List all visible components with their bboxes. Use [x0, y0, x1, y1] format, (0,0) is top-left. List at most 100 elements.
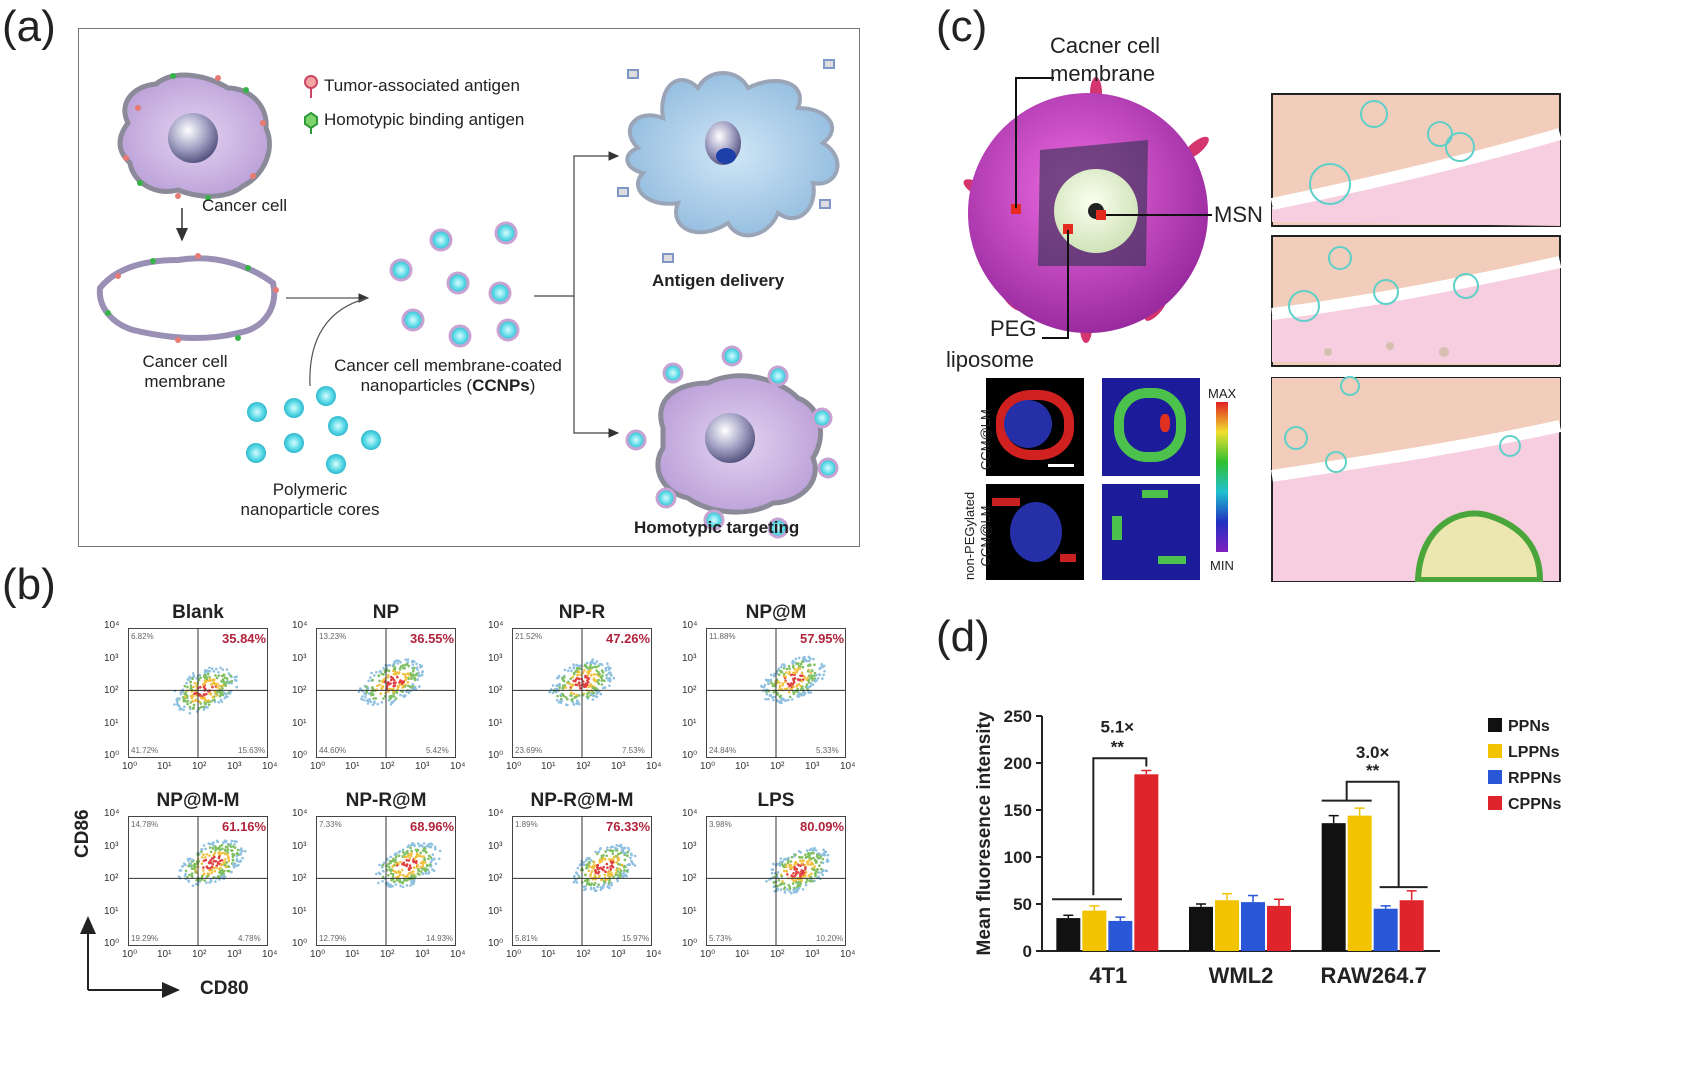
- flow-event-dot: [389, 869, 393, 872]
- flow-tick-y: 10¹: [488, 717, 503, 729]
- flow-event-dot: [781, 880, 784, 883]
- flow-event-dot: [585, 666, 588, 669]
- flow-plot: [316, 816, 456, 946]
- flow-event-dot: [391, 884, 394, 888]
- flow-event-dot: [231, 845, 235, 848]
- flow-event-dot: [601, 686, 605, 690]
- flow-event-dot: [627, 863, 630, 867]
- flow-event-dot: [608, 676, 611, 680]
- flow-event-dot: [795, 685, 798, 688]
- flow-event-dot: [593, 874, 597, 877]
- flow-event-dot: [607, 872, 610, 875]
- flow-event-dot: [811, 669, 814, 672]
- flow-event-dot: [576, 866, 580, 870]
- flow-event-dot: [210, 865, 214, 869]
- flow-event-dot: [618, 867, 621, 871]
- flow-event-dot: [794, 879, 797, 882]
- flow-tick-x: 10¹: [157, 761, 172, 772]
- flow-event-dot: [364, 696, 367, 699]
- flow-tick-x: 10⁴: [646, 761, 662, 772]
- flow-event-dot: [592, 861, 596, 864]
- membrane-drawing: [96, 253, 279, 343]
- flow-event-dot: [555, 690, 558, 693]
- flow-plot-quadrant-ll: 5.81%: [515, 934, 538, 943]
- flow-event-dot: [381, 863, 385, 867]
- flow-plot-quadrant-lr: 14.93%: [426, 934, 454, 943]
- flow-event-dot: [786, 687, 789, 690]
- flow-event-dot: [209, 880, 213, 883]
- flow-event-dot: [406, 873, 410, 877]
- flow-event-dot: [781, 682, 784, 685]
- flow-event-dot: [555, 698, 559, 702]
- flow-event-dot: [372, 697, 375, 700]
- flow-event-dot: [216, 840, 220, 844]
- flow-event-dot: [226, 853, 229, 856]
- flow-event-dot: [806, 669, 810, 673]
- flow-event-dot: [791, 866, 794, 869]
- flow-event-dot: [769, 678, 773, 682]
- flow-event-dot: [812, 657, 815, 661]
- flow-event-dot: [427, 854, 431, 858]
- flow-event-dot: [606, 874, 610, 877]
- flow-event-dot: [599, 692, 603, 696]
- flow-event-dot: [596, 852, 599, 856]
- flow-event-dot: [807, 691, 811, 694]
- flow-event-dot: [814, 859, 817, 863]
- flow-event-dot: [809, 691, 813, 694]
- flow-plot-canvas: [706, 816, 846, 946]
- flow-event-dot: [799, 859, 802, 862]
- label-liposome: liposome: [946, 347, 1035, 372]
- flow-event-dot: [409, 854, 413, 857]
- flow-event-dot: [800, 674, 804, 677]
- flow-event-dot: [379, 692, 383, 696]
- flow-event-dot: [600, 860, 604, 863]
- nonpeg-heat-3: [1158, 556, 1186, 564]
- flow-event-dot: [429, 860, 433, 864]
- flow-event-dot: [819, 853, 822, 856]
- flow-event-dot: [565, 703, 568, 706]
- flow-event-dot: [236, 848, 240, 852]
- heatmap-ring: [1114, 388, 1186, 462]
- flow-event-dot: [607, 668, 611, 671]
- flow-event-dot: [787, 698, 790, 702]
- flow-plot-quadrant-ll: 41.72%: [131, 746, 159, 755]
- flow-event-dot: [389, 883, 392, 886]
- y-tick-label: 200: [1004, 754, 1032, 773]
- flow-event-dot: [818, 673, 821, 676]
- flow-event-dot: [208, 677, 212, 680]
- flow-event-dot: [576, 673, 579, 677]
- flow-event-dot: [790, 891, 793, 895]
- flow-event-dot: [808, 657, 812, 661]
- cell-blue-nucleus: [1004, 400, 1052, 448]
- flow-event-dot: [604, 878, 607, 882]
- flow-event-dot: [438, 849, 442, 853]
- flow-tick-x: 10²: [192, 761, 207, 772]
- flow-event-dot: [389, 682, 392, 685]
- flow-event-dot: [591, 698, 595, 701]
- flow-event-dot: [610, 883, 613, 887]
- flow-event-dot: [779, 669, 782, 673]
- flow-event-dot: [399, 860, 402, 864]
- bar: [1267, 905, 1291, 951]
- flow-event-dot: [394, 862, 398, 866]
- flow-event-dot: [380, 866, 384, 869]
- flow-event-dot: [770, 868, 774, 871]
- flow-event-dot: [393, 853, 397, 856]
- flow-event-dot: [235, 851, 239, 855]
- flow-event-dot: [233, 846, 237, 849]
- flow-event-dot: [788, 667, 791, 671]
- flow-event-dot: [811, 683, 815, 686]
- flow-event-dot: [437, 857, 441, 861]
- legend-label: PPNs: [1508, 718, 1550, 735]
- flow-event-dot: [760, 684, 763, 688]
- flow-event-dot: [202, 685, 206, 689]
- flow-event-dot: [804, 881, 808, 884]
- flow-event-dot: [390, 696, 393, 699]
- flow-event-dot: [218, 871, 221, 874]
- flow-event-dot: [412, 866, 416, 869]
- flow-event-dot: [225, 861, 228, 864]
- flow-event-dot: [786, 888, 789, 891]
- flow-event-dot: [788, 690, 791, 694]
- bar: [1189, 906, 1213, 951]
